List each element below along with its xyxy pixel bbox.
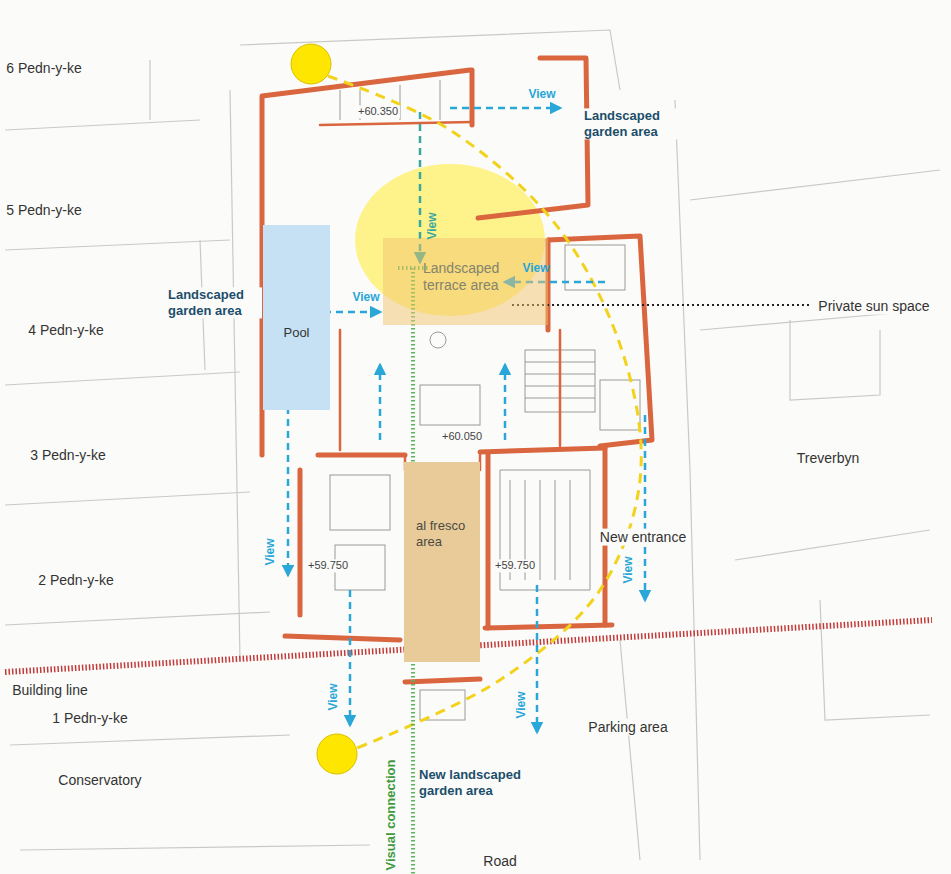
site-label: Road <box>481 853 518 870</box>
pool-area: Pool <box>263 225 330 410</box>
al-fresco-area: al fresco area <box>404 462 480 662</box>
level-dimension: +60.050 <box>440 430 484 443</box>
plot-boundaries <box>5 30 940 860</box>
sun-symbol <box>317 734 357 774</box>
site-label: 2 Pedn-y-ke <box>36 572 115 589</box>
site-label: Landscaped garden area <box>166 287 262 318</box>
walls <box>262 58 652 682</box>
view-label: View <box>352 290 379 304</box>
view-label: View <box>621 554 635 585</box>
site-label: Conservatory <box>56 772 143 789</box>
view-label: Visual connection <box>383 757 399 872</box>
view-label: View <box>526 87 557 101</box>
level-dimension: +60.350 <box>356 105 400 118</box>
site-label: Private sun space <box>816 298 931 315</box>
site-label: New landscaped garden area <box>417 767 543 798</box>
sun-symbol <box>291 44 331 84</box>
furniture-sketch <box>330 80 640 720</box>
site-label: Parking area <box>586 719 669 736</box>
site-label: Treverbyn <box>795 450 862 467</box>
area-label: Landscaped terrace area <box>423 260 528 294</box>
site-label: 3 Pedn-y-ke <box>28 447 107 464</box>
site-label: New entrance <box>598 529 688 546</box>
site-label: 5 Pedn-y-ke <box>4 202 83 219</box>
area-label: al fresco area <box>416 518 472 549</box>
view-label: View <box>522 261 549 275</box>
area-label: Pool <box>267 325 326 341</box>
view-label: View <box>263 536 277 567</box>
site-label: Building line <box>10 682 90 699</box>
view-label: View <box>326 681 340 712</box>
site-label: 4 Pedn-y-ke <box>26 322 105 339</box>
level-dimension: +59.750 <box>306 559 350 572</box>
view-label: View <box>514 689 528 720</box>
view-label: View <box>425 212 439 239</box>
terrace-area: Landscaped terrace area <box>383 238 548 325</box>
site-label: 6 Pedn-y-ke <box>4 60 83 77</box>
site-label: Landscaped garden area <box>582 108 678 139</box>
view-arrows <box>288 108 645 732</box>
inner-walls <box>320 122 560 470</box>
leader-line <box>512 304 810 306</box>
level-dimension: +59.750 <box>493 559 537 572</box>
site-label: 1 Pedn-y-ke <box>50 710 129 727</box>
sun-path <box>328 76 641 748</box>
